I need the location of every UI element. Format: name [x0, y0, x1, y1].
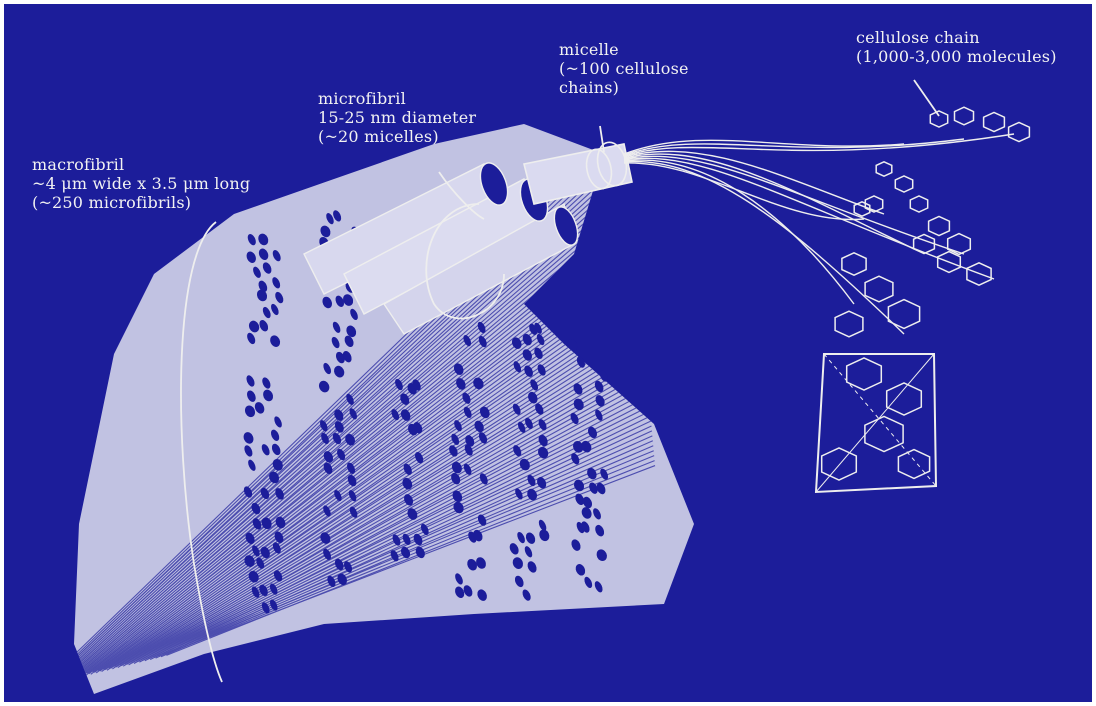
glucose-ring — [842, 253, 866, 275]
cellulose-chain-count: (1,000-3,000 molecules) — [856, 47, 1057, 66]
glucose-ring — [887, 383, 922, 415]
micelle-count-line2: chains) — [559, 78, 689, 97]
glucose-ring-clusters — [822, 107, 1030, 480]
unit-cell-box — [816, 354, 936, 492]
glucose-ring — [835, 311, 863, 337]
cellulose-strand — [624, 139, 964, 155]
micelle-label: micelle (~100 cellulose chains) — [559, 40, 689, 97]
glucose-ring — [1009, 122, 1030, 141]
macrofibril-title: macrofibril — [32, 155, 250, 174]
glucose-ring — [955, 107, 974, 125]
cellulose-chain-strands — [624, 134, 1014, 334]
glucose-ring — [929, 216, 950, 235]
glucose-ring — [822, 448, 857, 480]
diagram-slide: macrofibril ~4 μm wide x 3.5 μm long (~2… — [4, 4, 1092, 702]
cellulose-structure-illustration — [4, 4, 1092, 702]
glucose-ring — [910, 196, 927, 212]
glucose-ring — [865, 276, 893, 302]
cellulose-chain-title: cellulose chain — [856, 28, 1057, 47]
glucose-ring — [895, 176, 912, 192]
glucose-ring — [930, 111, 947, 127]
macrofibril-count: (~250 microfibrils) — [32, 193, 250, 212]
micelle-count-line1: (~100 cellulose — [559, 59, 689, 78]
microfibril-label: microfibril 15-25 nm diameter (~20 micel… — [318, 89, 476, 146]
micelle-title: micelle — [559, 40, 689, 59]
glucose-ring — [898, 450, 929, 479]
cellulose-strand — [624, 151, 884, 214]
microfibril-count: (~20 micelles) — [318, 127, 476, 146]
glucose-ring — [984, 112, 1005, 131]
macrofibril-label: macrofibril ~4 μm wide x 3.5 μm long (~2… — [32, 155, 250, 212]
macrofibril-size: ~4 μm wide x 3.5 μm long — [32, 174, 250, 193]
glucose-ring — [847, 358, 882, 390]
glucose-ring — [865, 416, 903, 451]
glucose-ring — [948, 234, 971, 255]
cellulose-chain-label: cellulose chain (1,000-3,000 molecules) — [856, 28, 1057, 66]
glucose-ring — [888, 300, 919, 329]
cellulose-strand — [624, 158, 994, 279]
glucose-ring — [914, 234, 935, 253]
cellulose-strand — [624, 160, 854, 304]
microfibril-diameter: 15-25 nm diameter — [318, 108, 476, 127]
chain-leader — [914, 80, 939, 116]
microfibril-title: microfibril — [318, 89, 476, 108]
glucose-ring — [876, 162, 892, 176]
